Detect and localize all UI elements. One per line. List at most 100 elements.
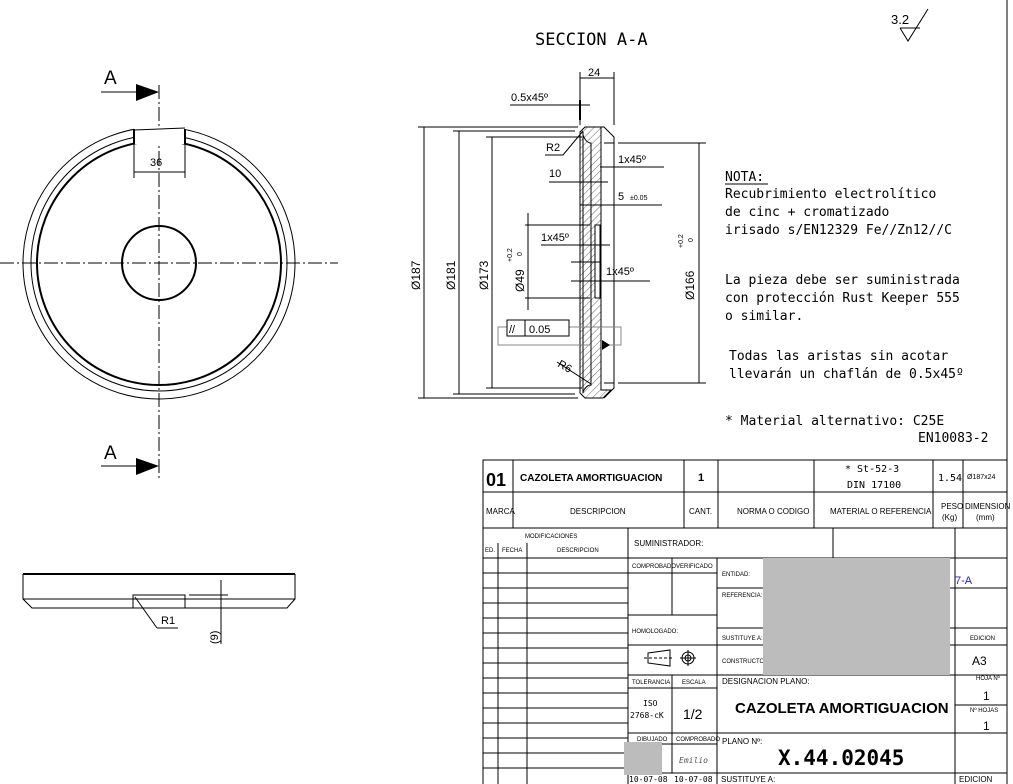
surface-finish-symbol: 3.2 — [891, 8, 929, 42]
note-line: o similar. — [725, 309, 803, 324]
chamfer-top-dim: 0.5x45º — [511, 92, 548, 104]
dim-10: 10 — [549, 168, 561, 180]
hoja-value: 1 — [983, 689, 990, 703]
note-line: Recubrimiento electrolítico — [725, 187, 936, 202]
n-hojas-value: 1 — [983, 719, 990, 733]
plano-label: PLANO Nº: — [722, 737, 762, 746]
part-description: CAZOLETA AMORTIGUACION — [520, 473, 662, 484]
fecha-dibujado: 10-07-08 — [629, 775, 668, 784]
chamfer-2-dim: 1x45º — [541, 232, 569, 244]
note-line: con protección Rust Keeper 555 — [725, 291, 960, 306]
header-material: MATERIAL O REFERENCIA — [830, 507, 932, 516]
tolerancia-value-2: 2768-cK — [630, 711, 664, 720]
note-line: irisado s/EN12329 Fe//Zn12//C — [725, 223, 952, 238]
tolerancia-value-1: ISO — [643, 699, 658, 708]
plano-number: X.44.02045 — [778, 746, 904, 770]
d173-dim: Ø173 — [477, 260, 491, 290]
designacion-value: CAZOLETA AMORTIGUACION — [735, 700, 949, 717]
side-radius-dim: R1 — [161, 615, 175, 627]
section-view: 24 0.5x45º R2 1x45º 10 5 ±0.05 1x45º 1x4… — [409, 67, 706, 399]
comprobado-name: Emilio — [679, 756, 708, 765]
chamfer-1-dim: 1x45º — [618, 154, 646, 166]
header-marca: MARCA — [486, 507, 516, 516]
designacion-label: DESIGNACION PLANO: — [722, 677, 810, 686]
parallel-tolerance: 0.05 — [529, 324, 550, 336]
d181-dim: Ø181 — [444, 260, 458, 290]
comprobado-label: COMPROBADO — [632, 564, 676, 570]
section-mark-bottom: A — [104, 443, 117, 464]
constructor-label: CONSTRUCTOR — [722, 659, 769, 665]
verificado-label: VERIFICADO — [676, 564, 713, 570]
side-view: R1 (9) — [22, 573, 296, 644]
parallel-symbol: // — [509, 324, 516, 336]
note-line: Todas las aristas sin acotar — [729, 349, 948, 364]
header-norma: NORMA O CODIGO — [737, 507, 809, 516]
homologado-label: HOMOLOGADO: — [632, 629, 678, 635]
escala-label: ESCALA — [682, 680, 706, 686]
d49-tol-upper: +0.2 — [507, 248, 514, 262]
parallelism-tolerance-frame: // 0.05 — [497, 319, 622, 350]
part-quantity: 1 — [698, 472, 704, 484]
chamfer-3-dim: 1x45º — [606, 266, 634, 278]
width-dim: 24 — [588, 67, 600, 79]
part-weight: 1.54 — [938, 473, 962, 484]
dim-5: 5 — [618, 191, 624, 203]
sustituye2-label: SUSTITUYE A: — [721, 775, 775, 784]
surface-finish-value: 3.2 — [891, 12, 909, 27]
side-height-dim: (9) — [209, 631, 221, 644]
note-line: La pieza debe ser suministrada — [725, 273, 960, 288]
header-peso: PESO — [941, 502, 963, 511]
center-hole — [121, 225, 197, 301]
d49-tol-lower: 0 — [517, 252, 524, 256]
notes: NOTA: Recubrimiento electrolítico de cin… — [725, 170, 988, 446]
material-line-2: DIN 17100 — [847, 480, 901, 491]
header-peso-unit: (Kg) — [942, 513, 957, 522]
n-hojas-label: Nº HOJAS — [970, 707, 998, 714]
d49-dim: Ø49 — [513, 269, 527, 292]
edicion-label: EDICION — [970, 636, 995, 642]
d166-dim: Ø166 — [683, 270, 697, 300]
suministrador-label: SUMINISTRADOR: — [634, 539, 703, 548]
fecha-comprobado: 10-07-08 — [674, 775, 713, 784]
tolerancia-label: TOLERANCIA — [632, 680, 670, 686]
header-cant: CANT. — [689, 507, 712, 516]
redacted-signature — [624, 742, 662, 775]
entidad-label: ENTIDAD: — [722, 572, 750, 578]
header-dimension-unit: (mm) — [976, 513, 995, 522]
title-block: 01 CAZOLETA AMORTIGUACION 1 * St-52-3 DI… — [482, 459, 1011, 784]
escala-value: 1/2 — [683, 706, 703, 722]
section-arrow-top — [136, 84, 159, 101]
note-line: llevarán un chaflán de 0.5x45º — [729, 367, 964, 382]
front-view: 36 A A — [0, 68, 338, 480]
material-line-1: * St-52-3 — [845, 464, 899, 475]
formato-value: A3 — [972, 654, 987, 668]
header-ed: ED. — [485, 548, 495, 554]
slot-width-dim: 36 — [150, 157, 162, 169]
notes-heading: NOTA: — [725, 170, 764, 185]
section-title: SECCION A-A — [535, 30, 648, 50]
sustituye-label: SUSTITUYE A: — [722, 636, 763, 642]
part-dimension: Ø187x24 — [967, 474, 996, 481]
note-line: EN10083-2 — [918, 431, 988, 446]
d166-tol-upper: +0.2 — [678, 234, 685, 248]
d187-dim: Ø187 — [409, 260, 423, 290]
header-mod-descripcion: DESCRIPCION — [557, 548, 599, 554]
part-mark: 01 — [486, 470, 506, 490]
note-line: de cinc + cromatizado — [725, 205, 889, 220]
d166-tol-lower: 0 — [688, 238, 695, 242]
r6-dim: R6 — [556, 358, 574, 375]
projection-symbol-icon — [644, 649, 696, 667]
section-arrow-bottom — [136, 458, 159, 475]
r2-dim: R2 — [546, 142, 560, 154]
dibujado-label: DIBUJADO — [637, 737, 668, 743]
note-line: * Material alternativo: C25E — [725, 414, 944, 429]
header-descripcion: DESCRIPCION — [570, 507, 626, 516]
referencia-label: REFERENCIA: — [722, 593, 763, 599]
entidad-suffix: 7-A — [955, 575, 973, 587]
header-dimension: DIMENSION — [965, 502, 1011, 511]
header-fecha: FECHA — [502, 548, 522, 554]
comprobado2-label: COMPROBADO — [676, 737, 720, 743]
edicion2-label: EDICION — [959, 775, 993, 784]
hoja-label: HOJA Nº — [976, 675, 1001, 682]
